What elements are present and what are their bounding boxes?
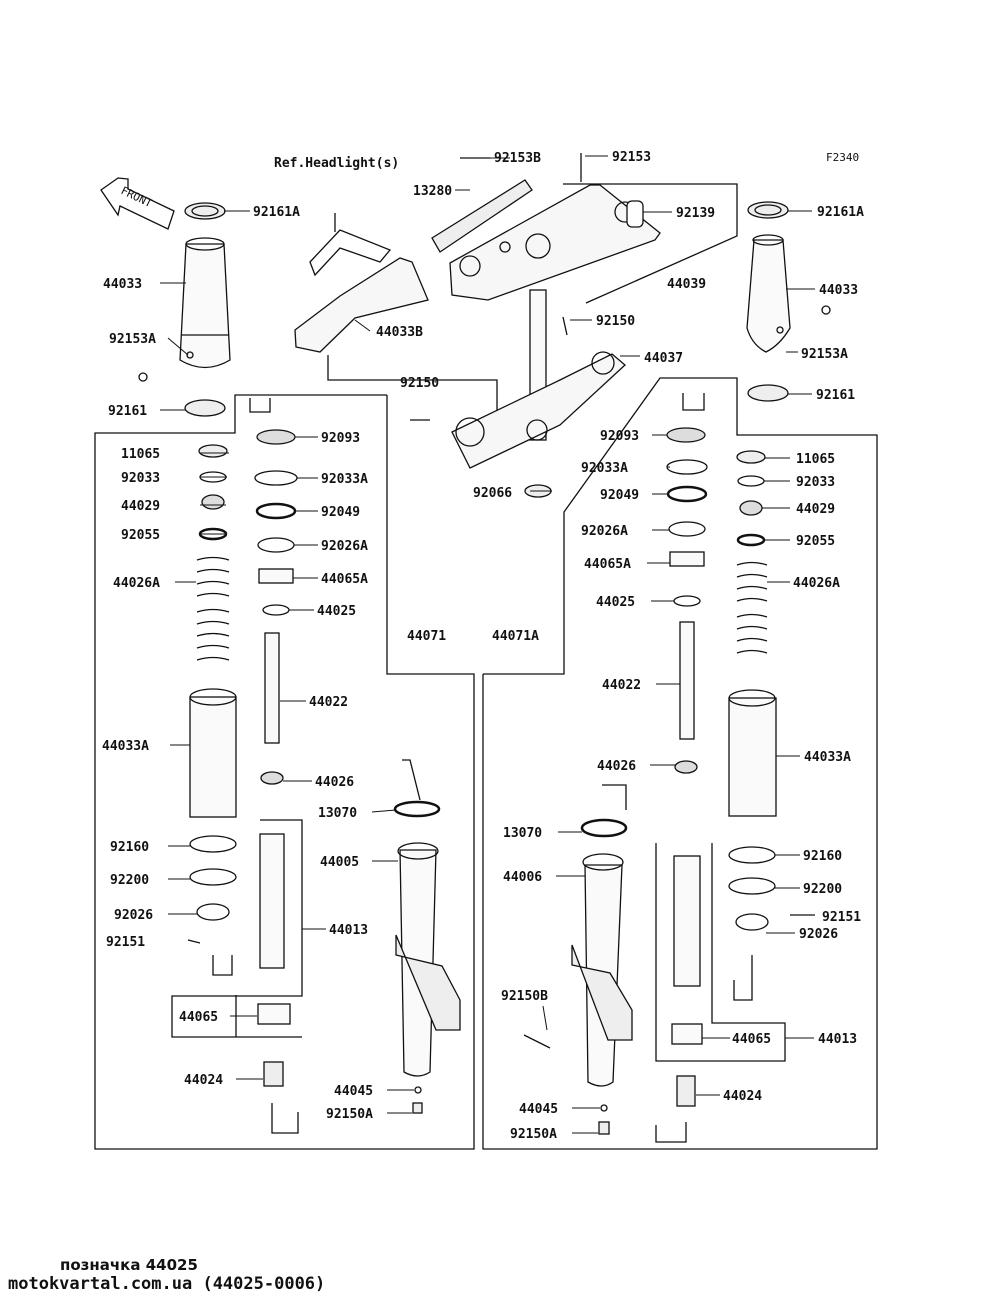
part-label: 44033 <box>819 283 858 298</box>
part-label: 44033 <box>103 277 142 292</box>
part-label: 92026A <box>581 524 628 539</box>
leader-lines <box>160 155 815 1134</box>
part-label: 11065 <box>121 447 160 462</box>
front-arrow-icon <box>100 177 175 230</box>
headlight-bracket <box>294 213 429 353</box>
right-fork-internals <box>523 393 815 1143</box>
part-label: 44024 <box>723 1089 762 1104</box>
part-label: 44005 <box>320 855 359 870</box>
part-label: 44013 <box>818 1032 857 1047</box>
part-label: 44029 <box>796 502 835 517</box>
part-label: 92026 <box>799 927 838 942</box>
part-label: 44039 <box>667 277 706 292</box>
part-label: 92200 <box>803 882 842 897</box>
part-label: 92150 <box>400 376 439 391</box>
part-label: 92160 <box>110 840 149 855</box>
part-label: 92049 <box>600 488 639 503</box>
part-label: 92161 <box>816 388 855 403</box>
part-label: 92093 <box>600 429 639 444</box>
part-label: 44033A <box>804 750 851 765</box>
part-label: 44026A <box>793 576 840 591</box>
part-label: 92139 <box>676 206 715 221</box>
part-label: 92150A <box>326 1107 373 1122</box>
part-label: 92033 <box>796 475 835 490</box>
right-tube-subframe <box>655 843 786 1062</box>
part-label: 92093 <box>321 431 360 446</box>
part-label: 44022 <box>309 695 348 710</box>
part-label: 92150A <box>510 1127 557 1142</box>
stem-bracket-line <box>327 355 498 430</box>
part-label: 44065 <box>179 1010 218 1025</box>
part-label: 92161A <box>817 205 864 220</box>
part-label: 44025 <box>317 604 356 619</box>
fork-cover-left <box>138 202 231 417</box>
part-label: 44029 <box>121 499 160 514</box>
part-label: 92160 <box>803 849 842 864</box>
part-label: 44065A <box>584 557 631 572</box>
part-label: 13070 <box>503 826 542 841</box>
part-label: 92200 <box>110 873 149 888</box>
upper-bracket <box>431 153 661 301</box>
left-tube-subframe <box>171 819 303 1038</box>
part-label: 92033 <box>121 471 160 486</box>
part-label: 44071 <box>407 629 446 644</box>
part-label: 44033A <box>102 739 149 754</box>
part-label: 92153A <box>801 347 848 362</box>
right-fork-frame <box>482 377 878 1150</box>
ref-headlight-label: Ref.Headlight(s) <box>274 156 399 171</box>
part-label: 92055 <box>121 528 160 543</box>
part-label: 44033B <box>376 325 423 340</box>
part-label: 92026A <box>321 539 368 554</box>
part-label: 92153 <box>612 150 651 165</box>
part-label: 44071A <box>492 629 539 644</box>
left-fork-internals <box>187 398 461 1134</box>
part-label: 44025 <box>596 595 635 610</box>
steering-stem <box>410 289 626 498</box>
fork-cover-right <box>746 201 831 402</box>
part-label: 92033A <box>581 461 628 476</box>
part-label: 44026A <box>113 576 160 591</box>
part-label: 44013 <box>329 923 368 938</box>
part-label: 13070 <box>318 806 357 821</box>
part-label: 92055 <box>796 534 835 549</box>
footer-source: motokvartal.com.ua (44025-0006) <box>8 1274 326 1294</box>
callout-labels: F2340 Ref.Headlight(s) FRONT 92153B 9215… <box>102 150 864 1142</box>
part-label: 44026 <box>315 775 354 790</box>
part-label: 92150 <box>596 314 635 329</box>
part-label: 92049 <box>321 505 360 520</box>
part-label: 92161 <box>108 404 147 419</box>
upper-bracket-frame <box>563 183 738 304</box>
part-label: 44026 <box>597 759 636 774</box>
part-label: 44022 <box>602 678 641 693</box>
part-label: 44065A <box>321 572 368 587</box>
part-label: 92153A <box>109 332 156 347</box>
part-label: 44065 <box>732 1032 771 1047</box>
part-label: 92026 <box>114 908 153 923</box>
part-label: 92151 <box>822 910 861 925</box>
part-label: 92066 <box>473 486 512 501</box>
part-label: 44006 <box>503 870 542 885</box>
diagram-code: F2340 <box>826 151 859 164</box>
part-label: 92153B <box>494 151 541 166</box>
left-fork-frame <box>94 394 475 1150</box>
part-label: 44024 <box>184 1073 223 1088</box>
part-label: 44045 <box>334 1084 373 1099</box>
part-label: 92033A <box>321 472 368 487</box>
part-label: 44037 <box>644 351 683 366</box>
part-label: 13280 <box>413 184 452 199</box>
part-label: 92161A <box>253 205 300 220</box>
part-label: 92150B <box>501 989 548 1004</box>
footer-caption: позначка 44025 <box>60 1256 198 1274</box>
part-label: 11065 <box>796 452 835 467</box>
part-label: 44045 <box>519 1102 558 1117</box>
part-label: 92151 <box>106 935 145 950</box>
